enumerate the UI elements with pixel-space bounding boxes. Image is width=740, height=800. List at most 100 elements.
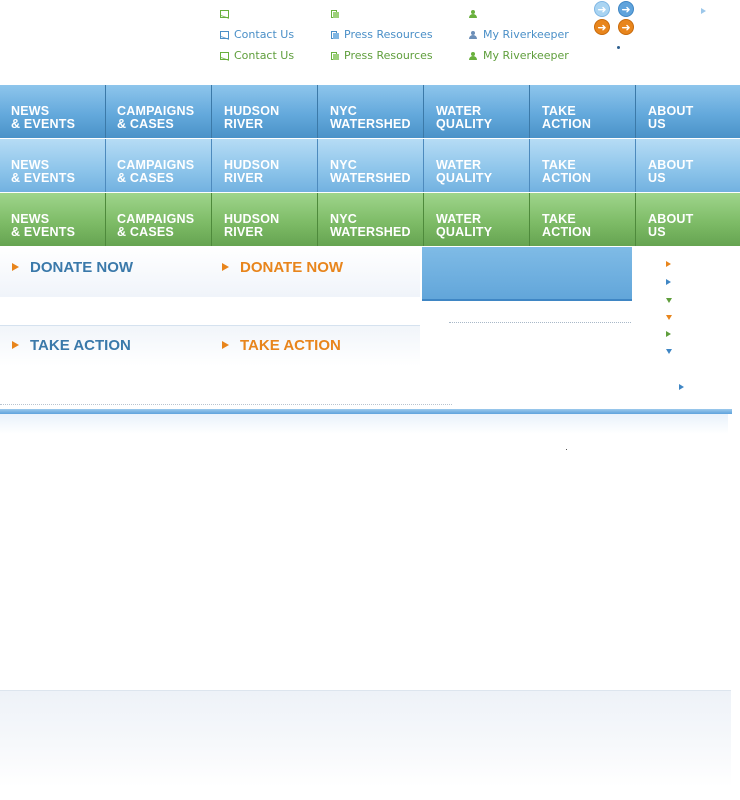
arrow-down-green-icon[interactable] (666, 298, 672, 303)
envelope-icon (220, 52, 229, 60)
triangle-right-icon (222, 263, 229, 271)
nav-label: TAKE (542, 212, 576, 226)
nav-label: US (648, 117, 666, 131)
contact-us-link[interactable]: Contact Us (220, 49, 294, 62)
nav-label: WATER (436, 104, 482, 118)
util-icon-row (469, 7, 483, 20)
nav-label: NEWS (11, 104, 50, 118)
document-icon (330, 31, 339, 39)
section-separator (0, 409, 732, 414)
nav-news-events[interactable]: NEWS& EVENTS (0, 139, 106, 192)
nav-label: US (648, 225, 666, 239)
footer-area (0, 690, 731, 787)
arrow-down-blue-icon[interactable] (666, 349, 672, 354)
blue-panel (422, 247, 632, 301)
nav-label: NEWS (11, 158, 50, 172)
arrow-down-orange-icon[interactable] (666, 315, 672, 320)
arrow-right-icon[interactable]: ➜ (618, 1, 634, 17)
arrow-right-icon[interactable]: ➜ (618, 19, 634, 35)
donate-label: DONATE NOW (240, 259, 344, 276)
nav-label: HUDSON (224, 158, 280, 172)
nav-label: QUALITY (436, 171, 493, 185)
my-riverkeeper-link[interactable]: My Riverkeeper (469, 28, 569, 41)
nav-label: WATERSHED (330, 171, 411, 185)
nav-label: QUALITY (436, 225, 493, 239)
press-resources-label: Press Resources (344, 49, 433, 62)
nav-news-events[interactable]: NEWS& EVENTS (0, 193, 106, 246)
nav-label: NYC (330, 104, 357, 118)
util-icon-row (330, 7, 344, 20)
contact-us-link[interactable]: Contact Us (220, 28, 294, 41)
nav-label: & EVENTS (11, 117, 76, 131)
arrow-green-icon[interactable] (666, 331, 671, 337)
small-arrow-icon[interactable] (701, 8, 706, 14)
nav-news-events[interactable]: NEWS& EVENTS (0, 85, 106, 138)
nav-label: CAMPAIGNS (117, 104, 195, 118)
nav-label: TAKE (542, 104, 576, 118)
nav-label: TAKE (542, 158, 576, 172)
triangle-right-icon (12, 341, 19, 349)
press-resources-link[interactable]: Press Resources (330, 49, 433, 62)
donate-panel-bg (0, 247, 420, 297)
nav-label: WATERSHED (330, 225, 411, 239)
nav-label: ACTION (542, 117, 592, 131)
donate-now-button[interactable]: DONATE NOW (222, 259, 343, 276)
arrow-blue-icon[interactable] (666, 279, 671, 285)
my-riverkeeper-link[interactable]: My Riverkeeper (469, 49, 569, 62)
arrow-right-icon[interactable]: ➜ (594, 1, 610, 17)
nav-label: CAMPAIGNS (117, 212, 195, 226)
nav-label: HUDSON (224, 212, 280, 226)
take-action-label: TAKE ACTION (30, 337, 131, 354)
document-icon (330, 52, 339, 60)
separator-shadow (0, 414, 728, 434)
nav-label: & CASES (117, 117, 174, 131)
nav-label: & CASES (117, 171, 174, 185)
nav-label: HUDSON (224, 104, 280, 118)
take-action-button[interactable]: TAKE ACTION (222, 337, 341, 354)
nav-label: RIVER (224, 117, 264, 131)
nav-campaigns-cases[interactable]: CAMPAIGNS& CASES (106, 193, 212, 246)
take-action-panel-bg (0, 325, 420, 366)
nav-label: QUALITY (436, 117, 493, 131)
donate-now-button[interactable]: DONATE NOW (12, 259, 133, 276)
nav-label: ABOUT (648, 158, 694, 172)
nav-label: & CASES (117, 225, 174, 239)
nav-label: RIVER (224, 171, 264, 185)
nav-label: WATERSHED (330, 117, 411, 131)
nav-label: ACTION (542, 225, 592, 239)
nav-label: & EVENTS (11, 225, 76, 239)
envelope-icon (220, 31, 229, 39)
nav-campaigns-cases[interactable]: CAMPAIGNS& CASES (106, 85, 212, 138)
dotted-divider (0, 404, 452, 405)
arrow-orange-icon[interactable] (666, 261, 671, 267)
nav-label: US (648, 171, 666, 185)
donate-label: DONATE NOW (30, 259, 134, 276)
press-resources-label: Press Resources (344, 28, 433, 41)
document-icon (330, 10, 339, 18)
arrow-blue-icon[interactable] (679, 384, 684, 390)
press-resources-link[interactable]: Press Resources (330, 28, 433, 41)
nav-campaigns-cases[interactable]: CAMPAIGNS& CASES (106, 139, 212, 192)
nav-label: NYC (330, 158, 357, 172)
take-action-button[interactable]: TAKE ACTION (12, 337, 131, 354)
arrow-right-icon[interactable]: ➜ (594, 19, 610, 35)
triangle-right-icon (222, 341, 229, 349)
